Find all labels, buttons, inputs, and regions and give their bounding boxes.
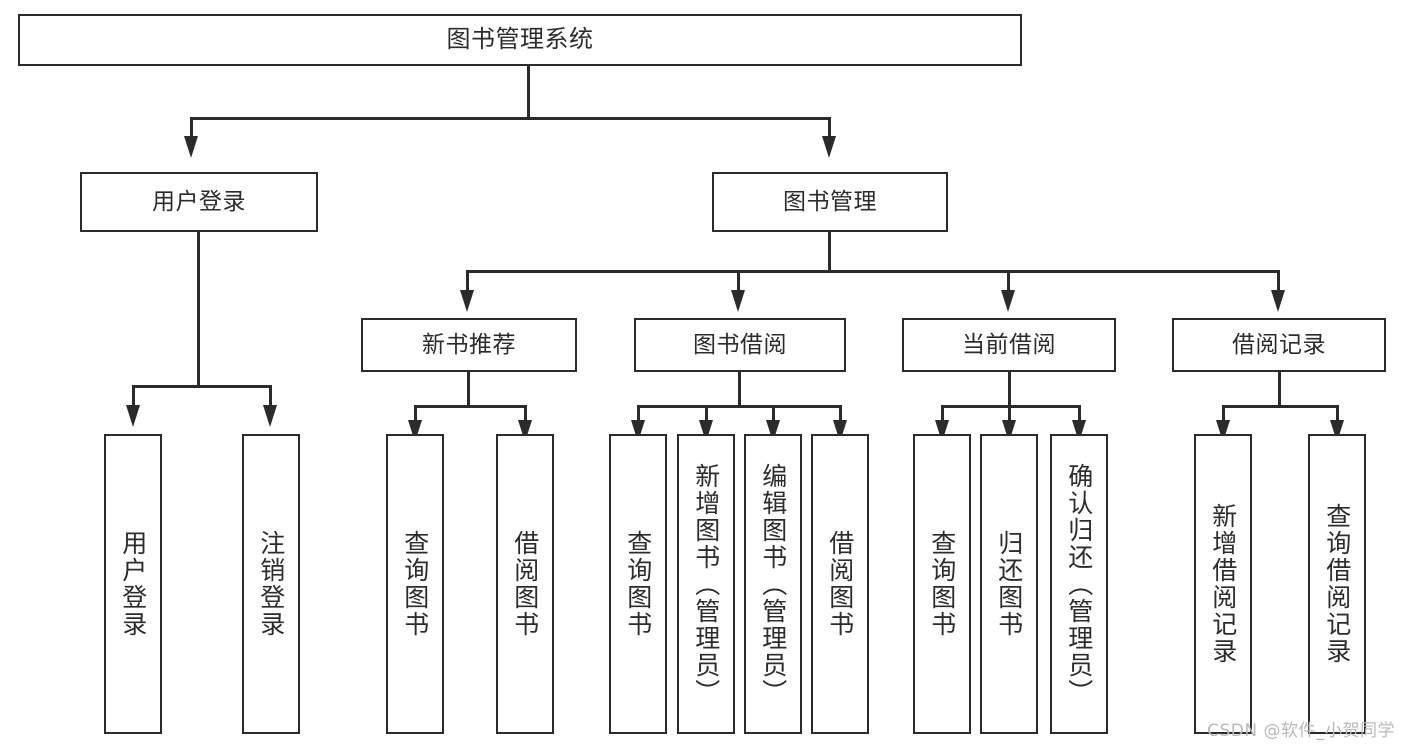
- arrowhead-level3-1: [460, 290, 474, 312]
- node-label: 新增图书（管理员）: [691, 462, 721, 706]
- node-label: 新书推荐: [422, 331, 516, 358]
- arrowhead-level2-1: [184, 136, 198, 158]
- connector-borrowrecord-drop-1: [1222, 405, 1225, 423]
- node-label: 归还图书: [994, 530, 1024, 638]
- connector-userlogin-bus: [132, 385, 272, 388]
- connector-currentborrow-drop-2: [1008, 405, 1011, 423]
- node-label: 新增借阅记录: [1208, 503, 1238, 665]
- connector-root-stem: [527, 66, 530, 118]
- arrowhead-userlogin-1: [126, 405, 140, 427]
- node-root-system[interactable]: 图书管理系统: [18, 14, 1022, 66]
- connector-bookborrow-drop-1: [637, 405, 640, 423]
- node-new-book-recommend[interactable]: 新书推荐: [361, 318, 577, 372]
- leaf-query-book-recommend[interactable]: 查询图书: [386, 434, 444, 734]
- connector-bookmgmt-stem: [828, 232, 831, 272]
- node-borrow-record[interactable]: 借阅记录: [1172, 318, 1386, 372]
- node-label: 查询图书: [400, 530, 430, 638]
- connector-level3-drop-4: [1277, 270, 1280, 292]
- node-label: 当前借阅: [962, 331, 1056, 358]
- node-label: 借阅图书: [825, 530, 855, 638]
- connector-currentborrow-bus: [941, 405, 1081, 408]
- node-label: 图书借阅: [693, 331, 787, 358]
- node-book-management[interactable]: 图书管理: [712, 172, 948, 232]
- node-book-borrow[interactable]: 图书借阅: [634, 318, 846, 372]
- leaf-borrow-book[interactable]: 借阅图书: [811, 434, 869, 734]
- connector-borrowrecord-bus: [1222, 405, 1339, 408]
- connector-userlogin-stem: [197, 232, 200, 387]
- leaf-confirm-return-admin[interactable]: 确认归还（管理员）: [1050, 434, 1108, 734]
- connector-bookborrow-drop-3: [772, 405, 775, 423]
- arrowhead-level2-2: [822, 136, 836, 158]
- connector-level2-drop-1: [190, 117, 193, 139]
- leaf-user-logout[interactable]: 注销登录: [242, 434, 300, 734]
- leaf-add-book-admin[interactable]: 新增图书（管理员）: [677, 434, 735, 734]
- node-label: 图书管理系统: [446, 25, 594, 54]
- connector-bookborrow-bus: [637, 405, 842, 408]
- leaf-borrow-book-recommend[interactable]: 借阅图书: [496, 434, 554, 734]
- connector-newbook-stem: [467, 372, 470, 407]
- node-label: 借阅图书: [510, 530, 540, 638]
- node-label: 编辑图书（管理员）: [758, 462, 788, 706]
- connector-currentborrow-stem: [1008, 372, 1011, 407]
- node-current-borrow[interactable]: 当前借阅: [902, 318, 1116, 372]
- node-label: 查询图书: [927, 530, 957, 638]
- connector-currentborrow-drop-3: [1078, 405, 1081, 423]
- node-label: 查询借阅记录: [1322, 503, 1352, 665]
- leaf-query-borrow-record[interactable]: 查询借阅记录: [1308, 434, 1366, 734]
- connector-userlogin-drop-2: [269, 385, 272, 407]
- leaf-query-book-borrow[interactable]: 查询图书: [609, 434, 667, 734]
- connector-level3-drop-2: [737, 270, 740, 292]
- connector-currentborrow-drop-1: [941, 405, 944, 423]
- leaf-query-book-current[interactable]: 查询图书: [913, 434, 971, 734]
- connector-borrowrecord-stem: [1278, 372, 1281, 407]
- connector-bookborrow-drop-2: [705, 405, 708, 423]
- node-label: 用户登录: [152, 188, 246, 215]
- node-label: 借阅记录: [1232, 331, 1326, 358]
- connector-level2-bus: [190, 117, 831, 120]
- node-user-login[interactable]: 用户登录: [80, 172, 318, 232]
- leaf-add-borrow-record[interactable]: 新增借阅记录: [1194, 434, 1252, 734]
- connector-level2-drop-2: [828, 117, 831, 139]
- node-label: 图书管理: [783, 188, 877, 215]
- connector-userlogin-drop-1: [132, 385, 135, 407]
- connector-level3-drop-1: [466, 270, 469, 292]
- leaf-user-login[interactable]: 用户登录: [104, 434, 162, 734]
- arrowhead-level3-3: [1001, 290, 1015, 312]
- arrowhead-level3-2: [731, 290, 745, 312]
- connector-borrowrecord-drop-2: [1336, 405, 1339, 423]
- connector-level3-bus: [466, 270, 1280, 273]
- arrowhead-level3-4: [1271, 290, 1285, 312]
- arrowhead-userlogin-2: [263, 405, 277, 427]
- connector-newbook-bus: [414, 405, 527, 408]
- node-label: 注销登录: [256, 530, 286, 638]
- leaf-return-book[interactable]: 归还图书: [980, 434, 1038, 734]
- connector-newbook-drop-2: [524, 405, 527, 423]
- leaf-edit-book-admin[interactable]: 编辑图书（管理员）: [744, 434, 802, 734]
- connector-bookborrow-stem: [738, 372, 741, 407]
- connector-bookborrow-drop-4: [839, 405, 842, 423]
- node-label: 确认归还（管理员）: [1064, 462, 1094, 706]
- watermark-text: CSDN @软件_小贺同学: [1207, 721, 1395, 741]
- connector-level3-drop-3: [1007, 270, 1010, 292]
- connector-newbook-drop-1: [414, 405, 417, 423]
- node-label: 用户登录: [118, 530, 148, 638]
- node-label: 查询图书: [623, 530, 653, 638]
